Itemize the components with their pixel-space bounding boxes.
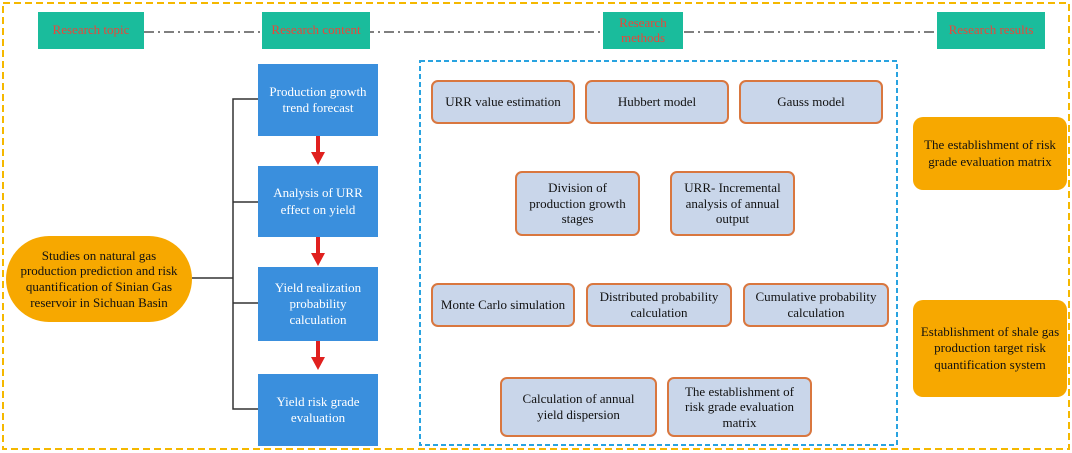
method-cumulative-probability: Cumulative probability calculation — [743, 283, 889, 327]
method-hubbert-model: Hubbert model — [585, 80, 729, 124]
method-urr-incremental: URR- Incremental analysis of annual outp… — [670, 171, 795, 236]
header-research-methods: Research methods — [603, 12, 683, 49]
content-box-risk-grade: Yield risk grade evaluation — [258, 374, 378, 446]
method-distributed-probability: Distributed probability calculation — [586, 283, 732, 327]
method-urr-estimation: URR value estimation — [431, 80, 575, 124]
header-research-content: Research content — [262, 12, 370, 49]
flow-arrow-3 — [311, 341, 325, 370]
result-risk-matrix: The establishment of risk grade evaluati… — [913, 117, 1067, 190]
header-research-results: Research results — [937, 12, 1045, 49]
result-risk-quantification-system: Establishment of shale gas production ta… — [913, 300, 1067, 397]
content-box-growth-trend: Production growth trend forecast — [258, 64, 378, 136]
header-research-topic: Research topic — [38, 12, 144, 49]
method-yield-dispersion: Calculation of annual yield dispersion — [500, 377, 657, 437]
method-growth-stages: Division of production growth stages — [515, 171, 640, 236]
method-gauss-model: Gauss model — [739, 80, 883, 124]
method-risk-matrix: The establishment of risk grade evaluati… — [667, 377, 812, 437]
flow-arrow-2 — [311, 237, 325, 266]
topic-bracket-line — [232, 98, 258, 410]
research-topic-box: Studies on natural gas production predic… — [6, 236, 192, 322]
methods-dashed-frame — [419, 60, 898, 446]
method-monte-carlo: Monte Carlo simulation — [431, 283, 575, 327]
content-box-probability: Yield realization probability calculatio… — [258, 267, 378, 341]
content-box-urr-effect: Analysis of URR effect on yield — [258, 166, 378, 237]
flow-arrow-1 — [311, 136, 325, 165]
